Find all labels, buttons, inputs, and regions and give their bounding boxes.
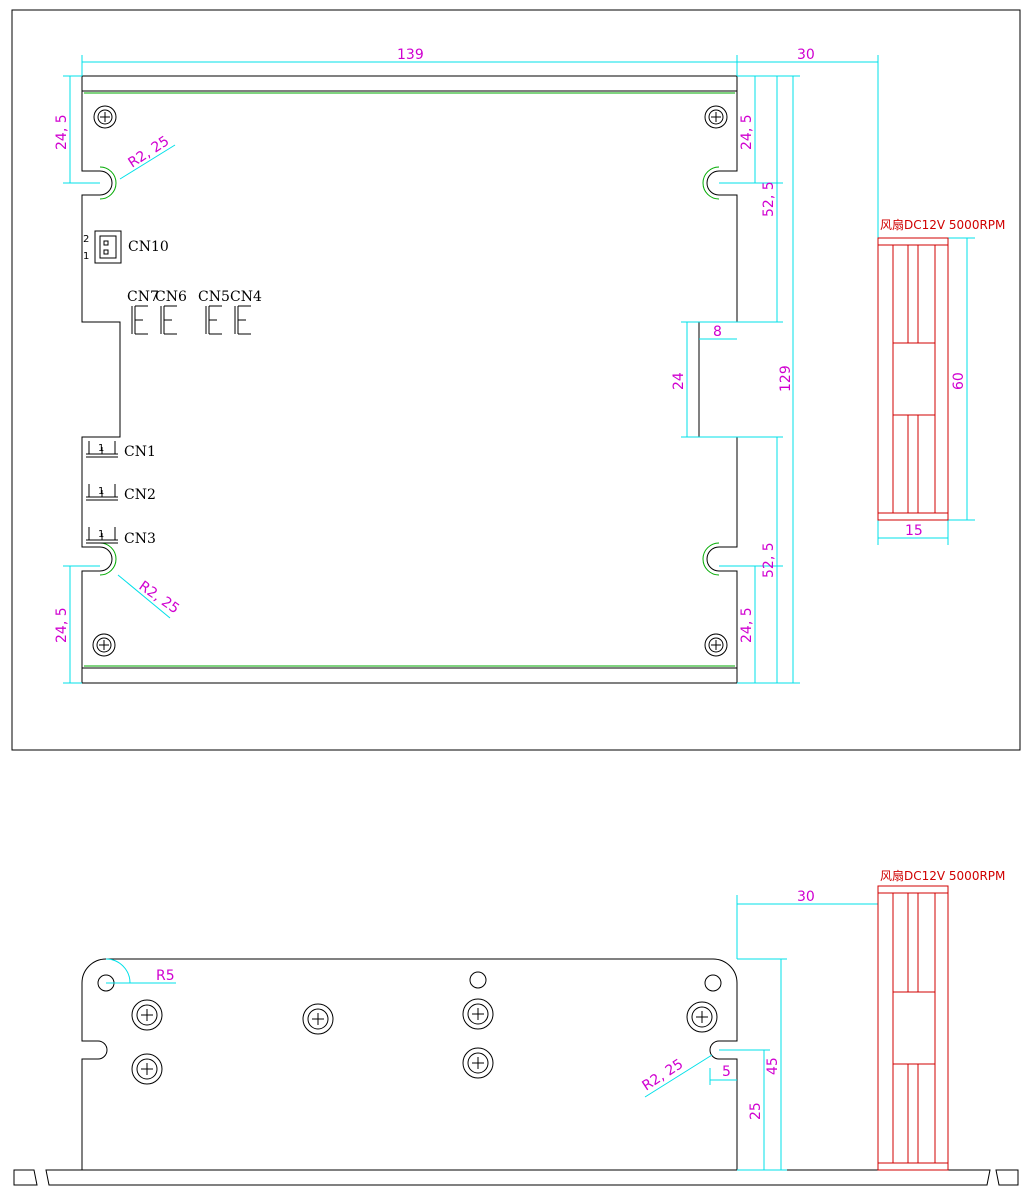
dim-fan-height: 60 (951, 372, 967, 390)
dim-side-corner-radius: R5 (156, 968, 175, 984)
connector-cn5 (205, 305, 222, 335)
top-view: 2 1 CN10 CN7 CN6 CN5 CN4 1 1 (11, 9, 1021, 751)
cn10-pin-2-label: 2 (83, 234, 89, 245)
dim-side-slot-height: 25 (748, 1102, 764, 1120)
side-view: 30 R5 45 25 5 R2, 25 风扇DC12V 5000RPM (13, 868, 1019, 1186)
screw-icon (131, 999, 163, 1031)
connector-label-cn10: CN10 (128, 239, 169, 255)
connector-cn3: 1 (86, 527, 118, 544)
dim-fan-offset: 30 (797, 47, 815, 63)
slot-highlight-tl (99, 166, 117, 200)
dim-left-top-hole: 24, 5 (54, 114, 70, 150)
connector-cn10: 2 1 (83, 230, 122, 264)
connector-label-cn1: CN1 (124, 444, 156, 460)
screw-icon (302, 1003, 334, 1035)
base-plate (45, 1169, 991, 1186)
svg-text:1: 1 (98, 529, 104, 540)
bottom-flange (81, 667, 738, 684)
dim-radius-top: R2, 25 (125, 133, 172, 171)
dim-side-fan-offset: 30 (797, 889, 815, 905)
slot-highlight-tr (702, 166, 720, 200)
dim-width: 139 (397, 47, 424, 63)
screw-icon (686, 1001, 718, 1033)
connector-label-cn7: CN7 (127, 289, 159, 305)
board-outline (81, 91, 738, 668)
slot-highlight-br (702, 542, 720, 576)
screw-icon (92, 633, 116, 657)
base-plate-left (13, 1169, 38, 1186)
svg-text:1: 1 (98, 486, 104, 497)
dim-fan-width: 15 (905, 523, 923, 539)
connector-label-cn3: CN3 (124, 531, 156, 547)
cn10-pin-1-label: 1 (83, 251, 89, 262)
dim-height: 129 (778, 365, 794, 392)
top-flange (81, 75, 738, 92)
screw-icon (131, 1053, 163, 1085)
connector-cn7 (131, 305, 148, 335)
mount-hole-center (469, 971, 487, 989)
connector-cn6 (160, 305, 177, 335)
dim-notch-height: 24 (671, 372, 687, 390)
top-view-frame (11, 9, 1021, 751)
dim-right-top-span: 52, 5 (761, 181, 777, 217)
connector-label-cn2: CN2 (124, 487, 156, 503)
mount-hole-right (704, 974, 722, 992)
connector-cn2: 1 (86, 484, 118, 501)
dim-side-height: 45 (765, 1057, 781, 1075)
dim-radius-bottom: R2, 25 (136, 578, 182, 617)
screw-icon (462, 1047, 494, 1079)
dim-right-top-hole: 24, 5 (739, 114, 755, 150)
svg-text:1: 1 (98, 443, 104, 454)
slot-highlight-bl (99, 542, 117, 576)
screw-icon (93, 105, 117, 129)
connector-cn4 (234, 305, 251, 335)
base-plate-right (995, 1169, 1019, 1186)
dim-left-bottom-hole: 24, 5 (54, 607, 70, 643)
dimension-lines (63, 55, 975, 684)
screw-icon (704, 633, 728, 657)
connector-label-cn6: CN6 (155, 289, 187, 305)
side-body-outline (81, 958, 738, 1170)
side-dimension-lines (105, 895, 878, 1171)
dim-right-bottom-span: 52, 5 (761, 542, 777, 578)
fan-side-view (877, 237, 949, 521)
screw-icon (462, 998, 494, 1030)
fan-label-top: 风扇DC12V 5000RPM (880, 217, 1005, 232)
dim-side-slot-depth: 5 (722, 1064, 731, 1080)
dim-right-bottom-hole: 24, 5 (739, 607, 755, 643)
dim-notch-depth: 8 (713, 324, 722, 340)
connector-label-cn5: CN5 (198, 289, 230, 305)
screw-icon (704, 105, 728, 129)
fan-front-view (877, 885, 949, 1171)
fan-label-side: 风扇DC12V 5000RPM (880, 868, 1005, 883)
connector-label-cn4: CN4 (230, 289, 262, 305)
connector-cn1: 1 (86, 441, 118, 458)
